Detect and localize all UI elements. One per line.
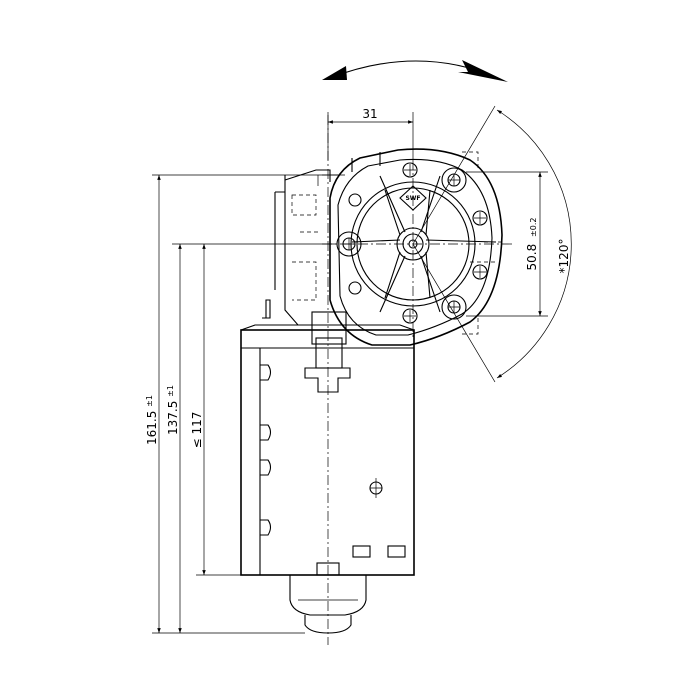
angle-label: *120° <box>557 239 571 274</box>
housing-lugs <box>462 151 504 335</box>
dimension-161-5-label: 161.5 <box>145 411 159 445</box>
dimension-50-8: 50.8 ±0.2 <box>466 171 548 317</box>
svg-text:137.5 ±1: 137.5 ±1 <box>166 385 180 435</box>
dimension-angle-120: *120° <box>412 105 572 383</box>
dimension-31: 31 <box>327 107 414 160</box>
dimension-50-8-label: 50.8 <box>525 244 539 271</box>
dimension-117-label: ≤ 117 <box>190 412 204 449</box>
dimension-117: ≤ 117 <box>190 244 241 576</box>
dimension-31-label: 31 <box>362 107 377 121</box>
svg-text:161.5 ±1: 161.5 ±1 <box>145 395 159 445</box>
center-lines <box>322 115 512 645</box>
dimension-137-5-label: 137.5 <box>166 401 180 435</box>
dimension-137-5: 137.5 ±1 <box>166 243 336 633</box>
rotation-direction-arrow <box>322 60 508 82</box>
dimension-161-5: 161.5 ±1 <box>145 174 345 634</box>
motor-body <box>240 299 415 576</box>
svg-text:50.8 ±0.2: 50.8 ±0.2 <box>525 218 539 271</box>
